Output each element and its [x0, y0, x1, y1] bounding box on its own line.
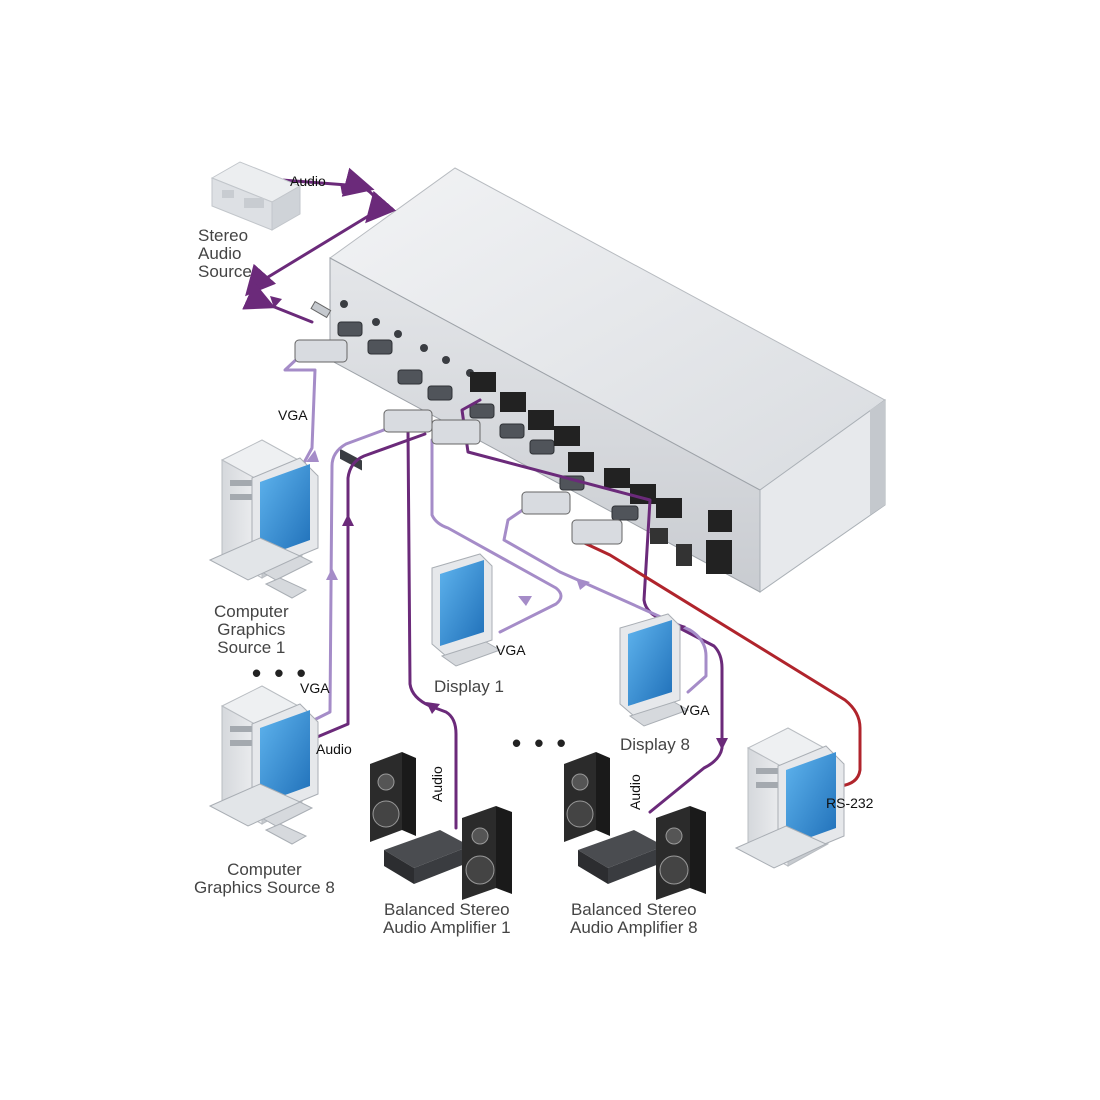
- matrix-switcher: [329, 167, 886, 593]
- audio-cable-label-source8: Audio: [316, 741, 352, 757]
- vga-cable-source1: [283, 354, 317, 472]
- ellipsis-sources: • • •: [252, 658, 309, 688]
- display-1-device: [431, 553, 502, 667]
- computer-graphics-source-8-label: Computer Graphics Source 8: [194, 860, 335, 897]
- audio-cable-label-amp8: Audio: [627, 774, 643, 810]
- computer-graphics-source-1-label: Computer Graphics Source 1: [214, 602, 289, 657]
- computer-graphics-source-1-device: [208, 439, 319, 599]
- rs232-control-computer-device: [734, 727, 845, 869]
- rs232-cable: [576, 538, 862, 792]
- vga-cable-label-source8: VGA: [300, 680, 330, 696]
- rs232-cable-label: RS-232: [826, 795, 874, 811]
- audio-cable-label-amp1: Audio: [429, 766, 445, 802]
- audio-cable-label-source: Audio: [290, 173, 326, 189]
- audio-cable-source8: [308, 432, 427, 742]
- audio-amplifier-1-label: Balanced Stereo Audio Amplifier 1: [383, 900, 511, 937]
- vga-plugs: [294, 300, 623, 545]
- vga-cable-label-source1: VGA: [278, 407, 308, 423]
- audio-cable-source: [242, 167, 397, 324]
- display-1-label: Display 1: [434, 677, 504, 696]
- audio-amplifier-8-label: Balanced Stereo Audio Amplifier 8: [570, 900, 698, 937]
- display-8-device: [619, 613, 690, 727]
- vga-cable-label-display1: VGA: [496, 642, 526, 658]
- ellipsis-outputs: • • •: [512, 728, 569, 758]
- computer-graphics-source-8-device: [208, 685, 319, 845]
- vga-cable-display8: [502, 503, 708, 694]
- stereo-audio-source-label: Stereo Audio Source: [198, 226, 252, 281]
- audio-cable-amp8: [460, 398, 724, 814]
- vga-cable-source8: [302, 422, 402, 727]
- audio-cable-amp1: [406, 428, 458, 830]
- stereo-audio-source-device: [210, 161, 302, 231]
- audio-amplifier-1-device: [370, 752, 512, 900]
- vga-cable-display1: [430, 438, 563, 634]
- audio-amplifier-8-device: [564, 752, 706, 900]
- vga-cable-label-display8: VGA: [680, 702, 710, 718]
- display-8-label: Display 8: [620, 735, 690, 754]
